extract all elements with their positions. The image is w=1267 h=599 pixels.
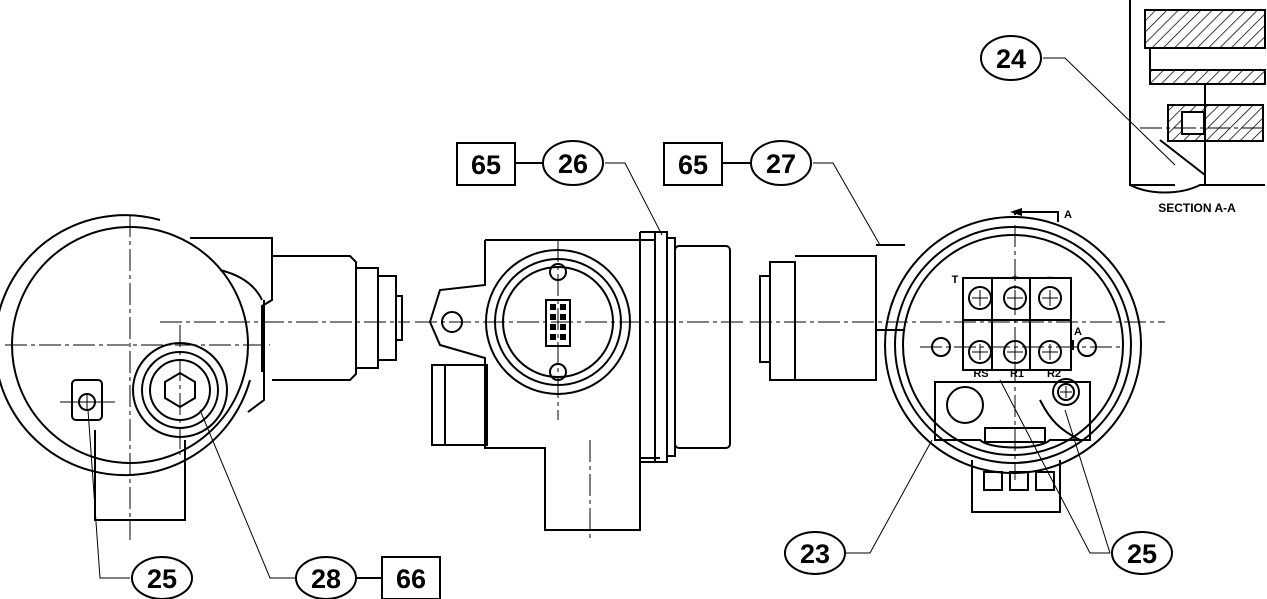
left-end-view: [0, 214, 410, 540]
callout-26-text: 26: [558, 149, 588, 179]
callout-25-left-text: 25: [147, 564, 177, 594]
terminal-labels: T + − RS R1 R2 A A: [952, 209, 1082, 380]
terminal-label-r2: R2: [1047, 368, 1061, 380]
terminal-label-rs: RS: [973, 368, 988, 380]
box-65-left: 65: [456, 142, 543, 186]
box-66-text: 66: [396, 564, 426, 594]
callout-28-text: 28: [311, 564, 341, 594]
callout-24-text: 24: [996, 44, 1026, 74]
box-65-left-text: 65: [471, 150, 501, 180]
box-65-right: 65: [663, 142, 751, 186]
box-66: 66: [356, 556, 441, 599]
callout-23: 23: [784, 531, 846, 575]
right-terminal-view: [750, 208, 1165, 513]
leader-lines: [87, 57, 1176, 579]
callout-24: 24: [980, 35, 1042, 81]
callout-27: 27: [750, 140, 812, 186]
callout-23-text: 23: [800, 539, 830, 569]
callout-27-text: 27: [766, 149, 796, 179]
section-marker-right: A: [1074, 326, 1082, 338]
terminal-label-minus: −: [1047, 272, 1053, 284]
box-65-right-text: 65: [678, 150, 708, 180]
callout-25-left: 25: [131, 556, 193, 599]
terminal-label-plus: +: [1012, 272, 1018, 284]
callout-25-right-text: 25: [1127, 539, 1157, 569]
section-caption: SECTION A-A: [1158, 201, 1236, 215]
center-side-view: [415, 231, 745, 540]
callout-28: 28: [295, 556, 357, 599]
section-marker-top: A: [1064, 209, 1072, 221]
callout-26: 26: [542, 140, 604, 186]
callout-25-right: 25: [1111, 531, 1173, 575]
terminal-label-r1: R1: [1010, 368, 1024, 380]
terminal-label-t: T: [952, 274, 959, 286]
section-a-a-detail: SECTION A-A: [1129, 0, 1266, 215]
